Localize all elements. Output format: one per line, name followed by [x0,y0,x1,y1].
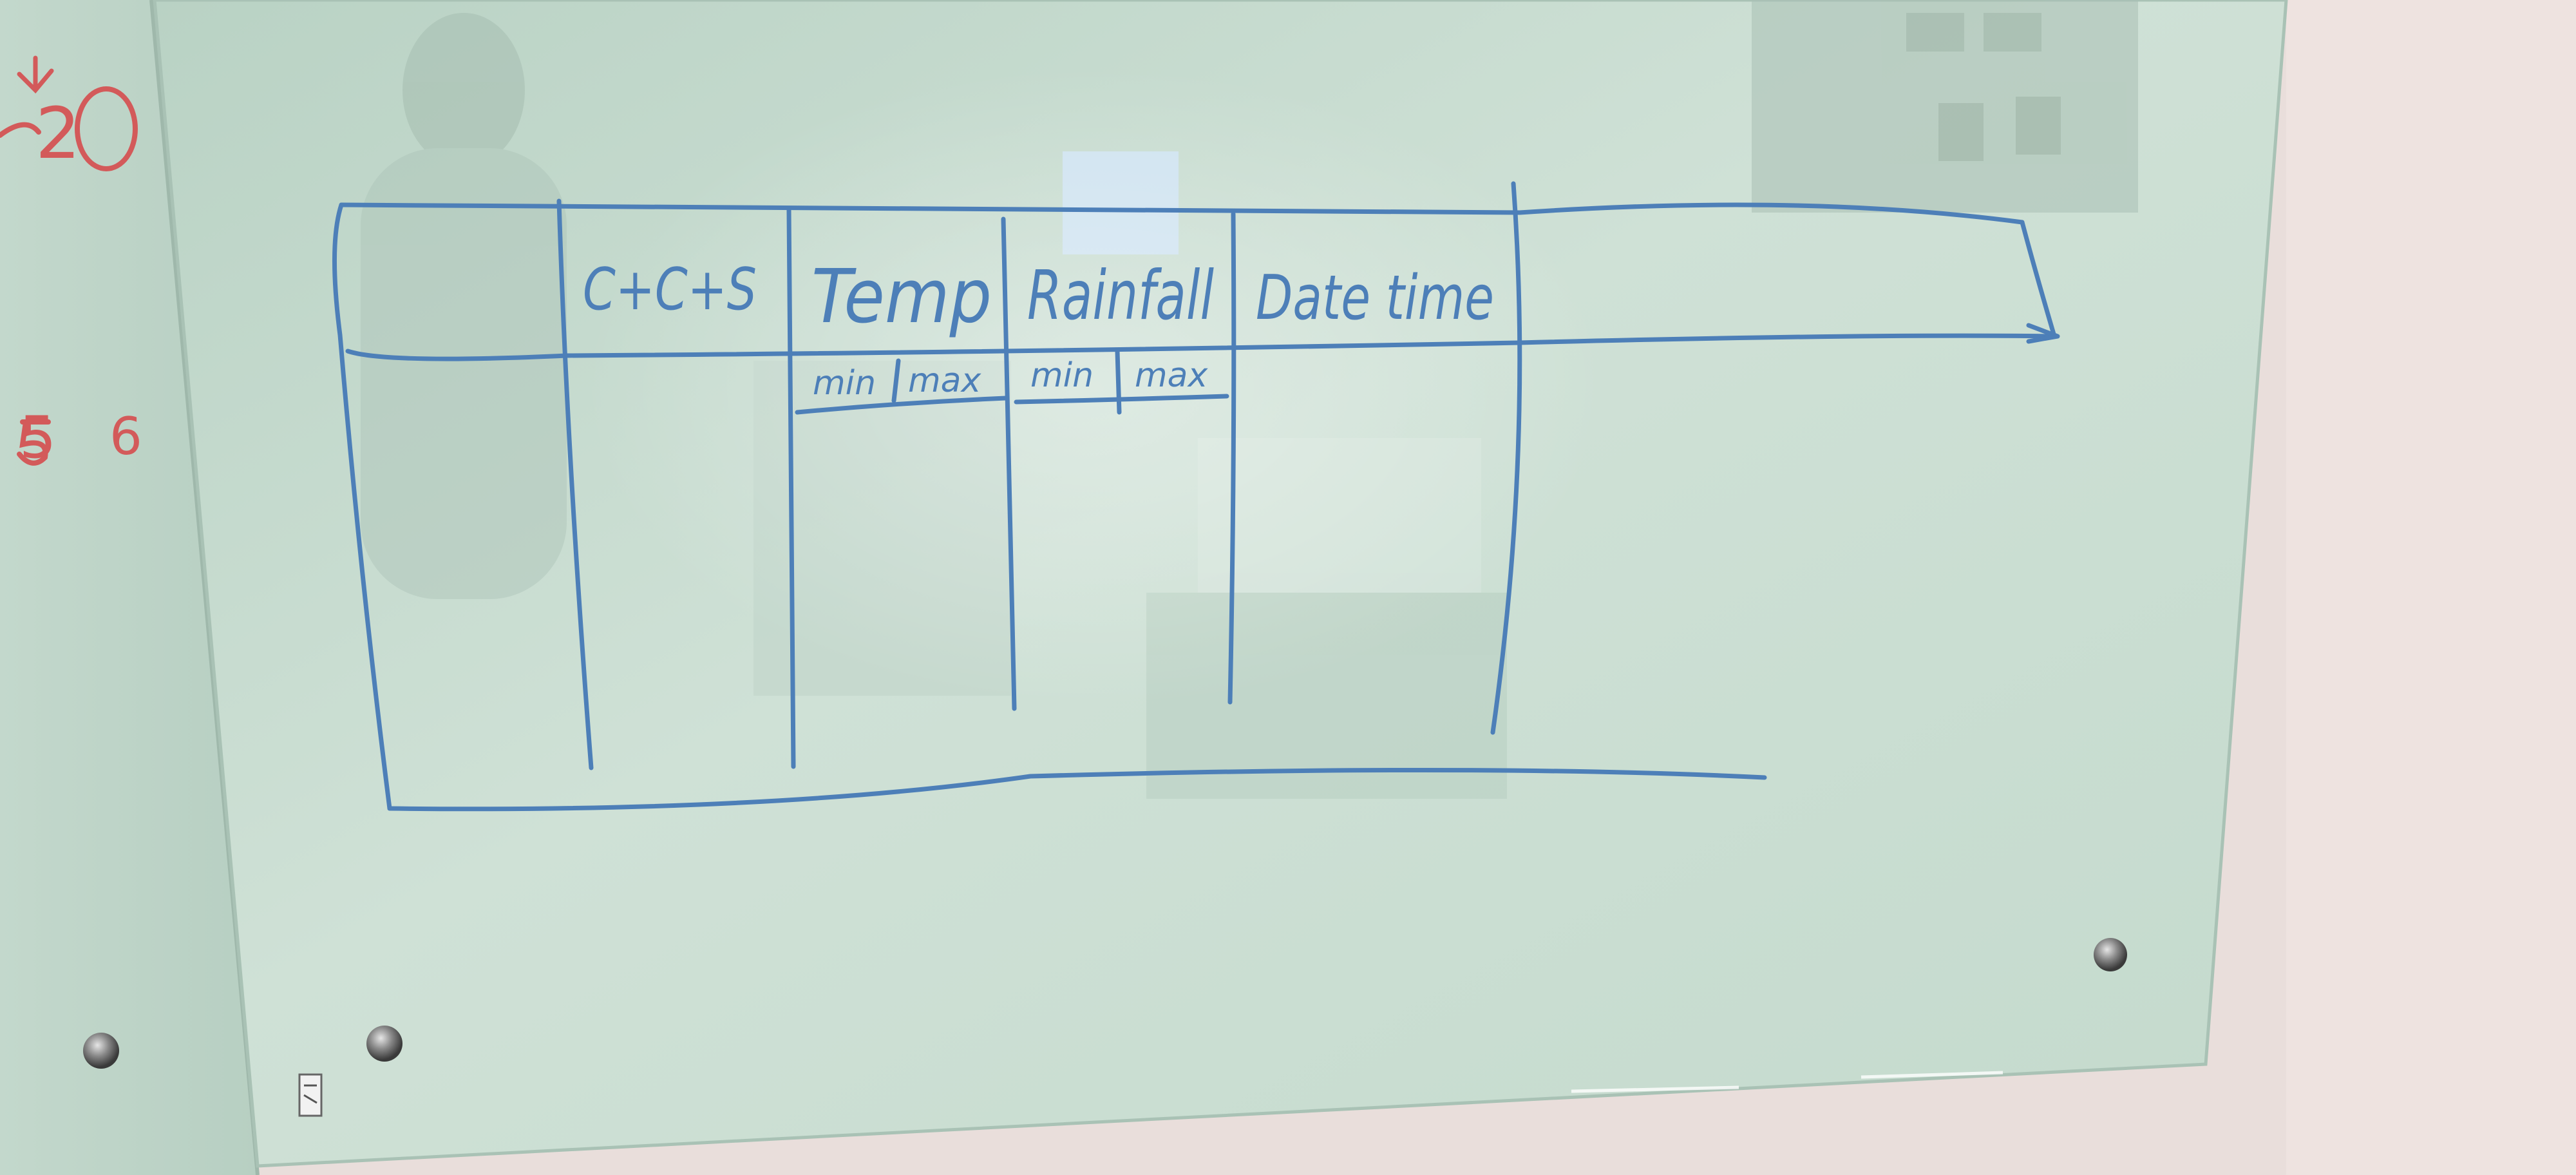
subheader-underline-temp [795,396,1009,415]
board-label-sticker [298,1073,323,1117]
header-date-time: Date time [1256,263,1494,334]
column-divider [1001,216,1017,711]
subheader-underline-rainfall [1014,394,1229,405]
left-glass-board [0,0,258,1175]
standoff-bolt [83,1033,119,1069]
header-c-c-s: C+C+S [583,256,757,323]
standoff-bolt [366,1026,402,1062]
table-bottom-border [387,767,1767,812]
red-digit-6: 6 [109,406,142,466]
drawn-table [332,181,2060,812]
subheader-rainfall-min: min [1030,356,1094,395]
arrow-head [2026,323,2060,344]
standoff-bolt [2094,938,2127,971]
header-rainfall: Rainfall [1027,256,1214,335]
table-top-border [339,202,2025,225]
red-digit-5: 5 [19,404,56,472]
red-digit-2: 2 [35,92,80,175]
subheader-temp-max: max [908,361,982,400]
column-divider [1490,181,1522,735]
table-header-divider [345,333,2057,361]
header-temp: Temp [811,254,992,340]
table-left-border [332,202,392,811]
table-right-arrow [2020,220,2057,339]
column-divider [556,198,594,770]
column-divider [786,207,796,769]
min-max-divider-rainfall [1115,349,1122,415]
subheader-rainfall-max: max [1135,356,1209,395]
min-max-divider-temp [891,358,901,403]
subheader-temp-min: min [813,364,876,403]
column-divider [1227,211,1236,705]
red-marker-notes [0,55,138,466]
